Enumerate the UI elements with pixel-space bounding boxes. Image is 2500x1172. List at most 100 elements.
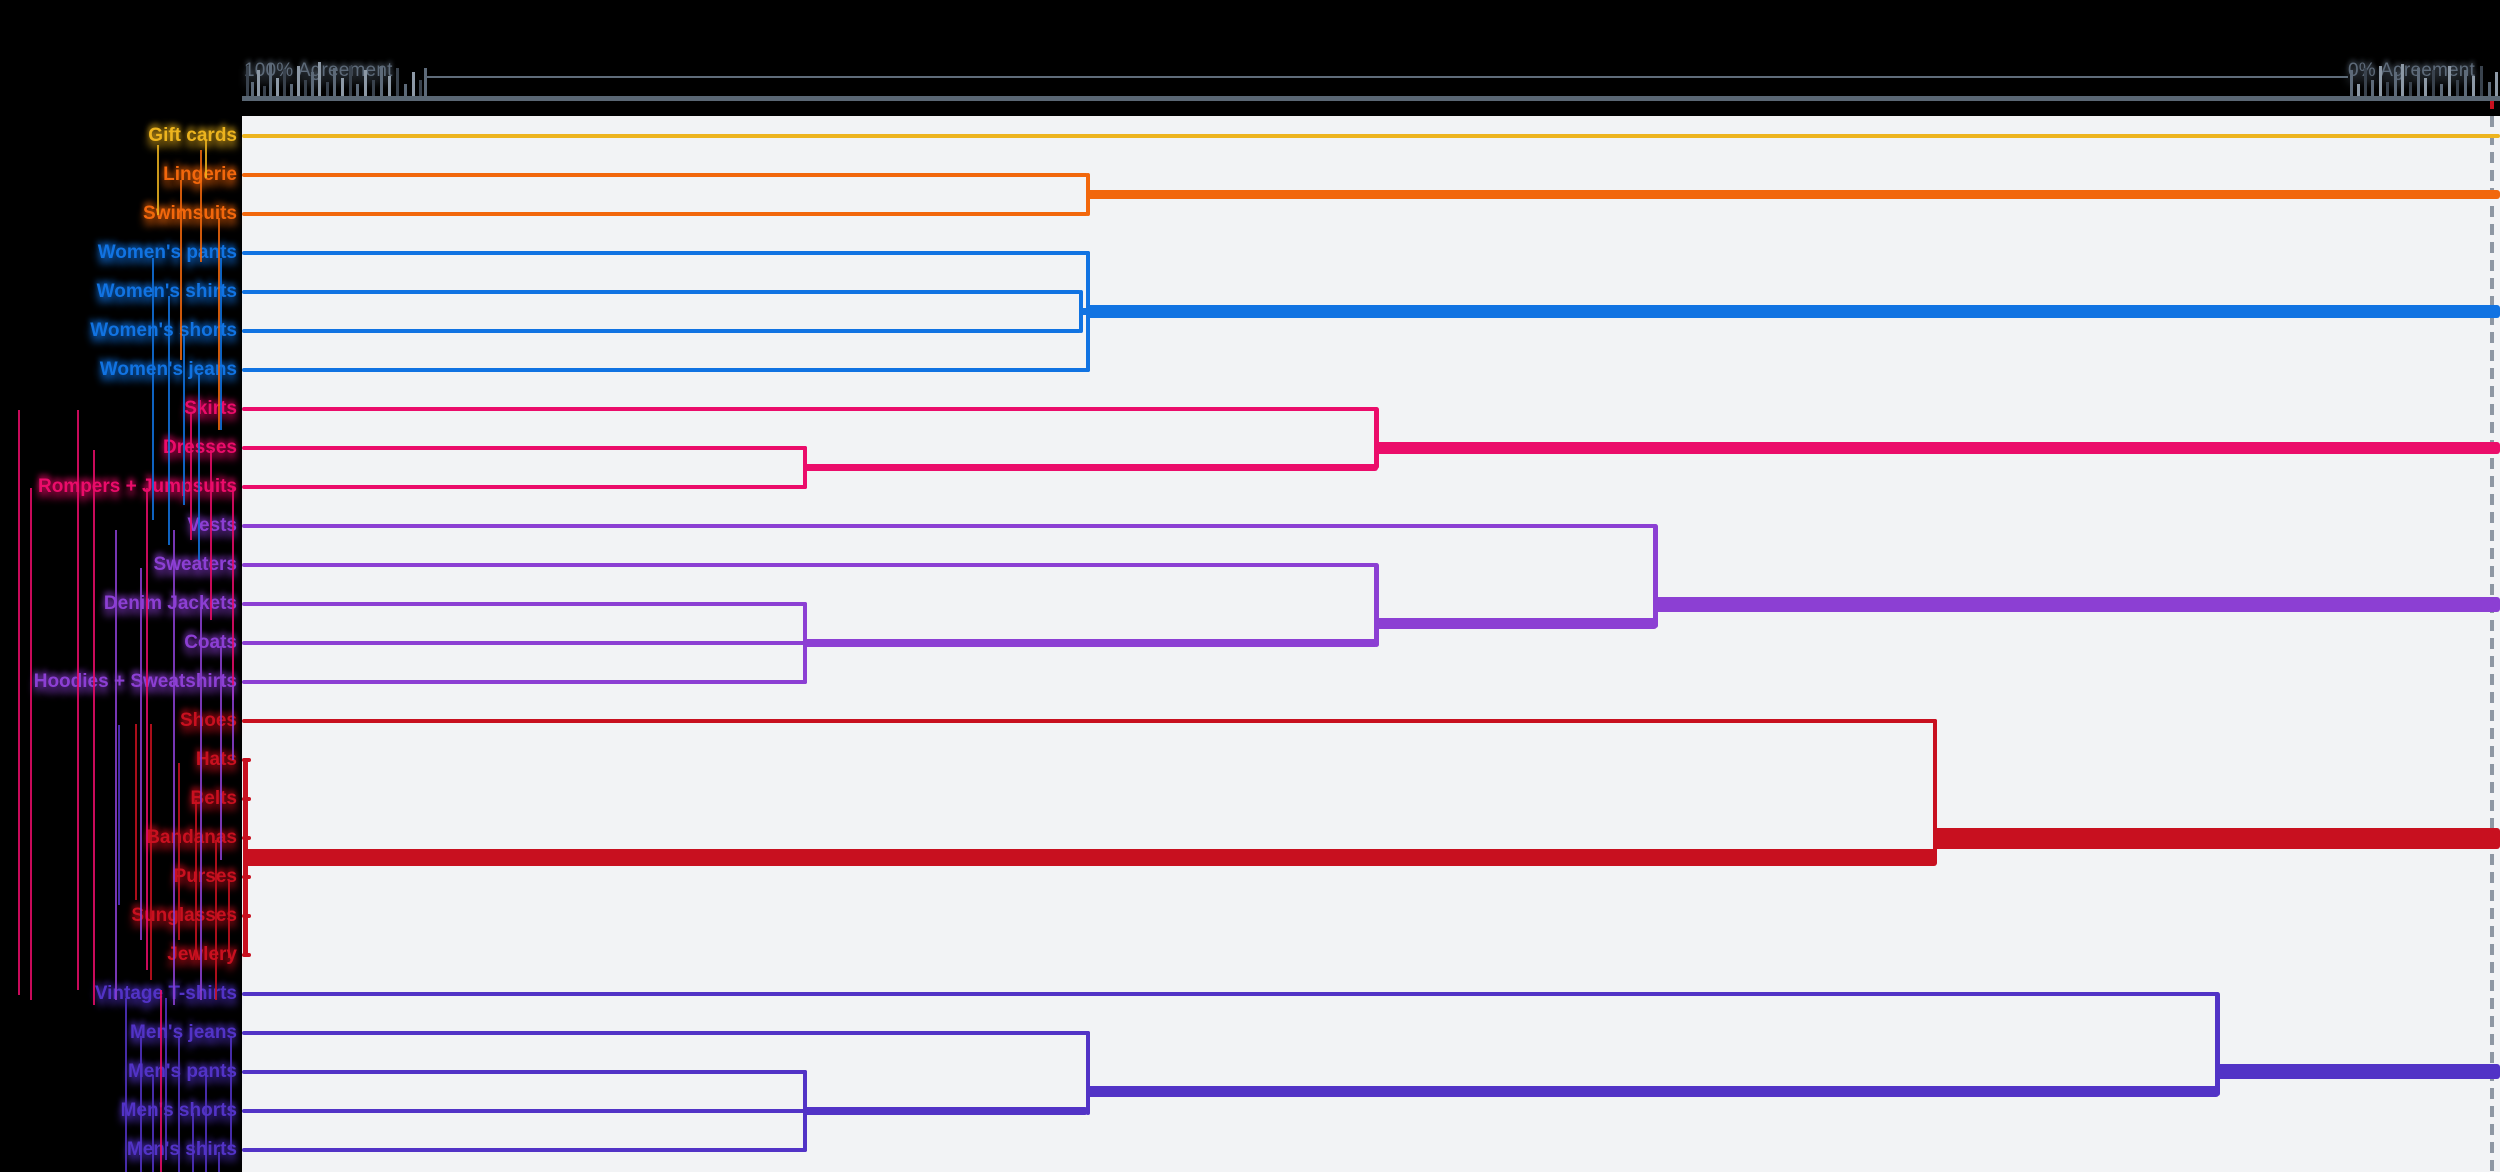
axis-tick-streak (2495, 72, 2498, 96)
axis-tick-streak (251, 82, 254, 96)
label-motion-trail (200, 150, 202, 262)
dendrogram-segment (1374, 563, 1379, 647)
dendrogram-segment (1086, 190, 2500, 199)
dendrogram-segment (242, 173, 1088, 177)
dendrogram-segment (242, 1031, 1090, 1035)
dendrogram-segment (242, 524, 1657, 528)
axis-tick-streak (2440, 84, 2443, 96)
dendrogram-segment (1086, 1086, 2219, 1097)
dendrogram-segment (242, 1109, 807, 1113)
label-dresses: Dresses (163, 437, 237, 458)
dendrogram-segment (1086, 1031, 1090, 1115)
axis-tick-streak (283, 69, 286, 96)
dendrogram-segment (1374, 407, 1379, 469)
label-men-s-jeans: Men's jeans (130, 1022, 237, 1043)
dendrogram-segment (242, 1070, 807, 1074)
label-hoodies-sweatshirts: Hoodies + Sweatshirts (33, 671, 237, 692)
dendrogram-segment (242, 368, 1090, 372)
dendrogram-segment (242, 992, 2219, 996)
label-motion-trail (210, 450, 212, 620)
axis-tick-streak (2432, 70, 2435, 96)
label-belts: Belts (190, 788, 237, 809)
zero-agreement-line-cap (2490, 101, 2494, 109)
axis-tick-streak (2357, 84, 2360, 96)
dendrogram-segment (803, 1107, 1088, 1115)
axis-tick-streak (424, 68, 427, 96)
dendrogram-segment (242, 329, 1081, 333)
dendrogram-segment (2215, 1064, 2500, 1079)
dendrogram-segment (242, 251, 1090, 255)
label-motion-trail (30, 488, 32, 1000)
label-motion-trail (160, 990, 162, 1172)
axis-tick-streak (2456, 80, 2459, 96)
axis-tick-streak (257, 70, 260, 96)
label-motion-trail (150, 724, 152, 980)
label-motion-trail (168, 296, 170, 545)
label-motion-trail (228, 880, 230, 958)
label-motion-trail (165, 998, 167, 1160)
axis-tick-streak (304, 80, 307, 96)
axis-connector-line (425, 76, 2348, 78)
dendrogram-segment (242, 1148, 807, 1152)
axis-tick-streak (2371, 80, 2374, 96)
axis-tick-streak (2364, 68, 2367, 96)
label-jewlery: Jewlery (167, 944, 237, 965)
axis-tick-streak (372, 80, 375, 96)
label-motion-trail (205, 140, 207, 178)
label-purses: Purses (173, 866, 237, 887)
dendrogram-segment (243, 849, 1937, 866)
dendrogram-segment (1374, 618, 1657, 629)
axis-tick-streak (326, 82, 329, 96)
axis-tick-streak (263, 86, 266, 96)
axis-tick-streak (297, 66, 300, 96)
label-women-s-shorts: Women's shorts (90, 320, 237, 341)
dendrogram-segment (242, 134, 2500, 138)
label-motion-trail (232, 488, 234, 700)
label-motion-trail (198, 373, 200, 560)
label-motion-trail (215, 840, 217, 1000)
dendrogram-segment (803, 464, 1378, 471)
label-motion-trail (125, 998, 127, 1172)
label-motion-trail (173, 530, 175, 1005)
agreement-axis-bar (242, 96, 2500, 101)
label-motion-trail (93, 450, 95, 1005)
label-motion-trail (180, 180, 182, 360)
axis-tick-streak (356, 84, 359, 96)
label-motion-trail (200, 607, 202, 1000)
label-motion-trail (230, 1036, 232, 1150)
label-motion-trail (232, 685, 234, 760)
label-gift-cards: Gift cards (148, 125, 237, 146)
axis-tick-streak (2472, 76, 2475, 96)
axis-tick-streak (341, 78, 344, 96)
label-motion-trail (152, 258, 154, 520)
dendrogram-segment (1086, 305, 2500, 318)
dendrogram-segment (242, 641, 807, 645)
axis-tick-streak (318, 62, 321, 96)
dendrogram-segment (242, 719, 1937, 723)
label-motion-trail (220, 646, 222, 860)
dendrogram-segment (1933, 719, 1937, 858)
label-motion-trail (205, 1075, 207, 1172)
axis-tick-streak (333, 68, 336, 96)
dendrogram-segment (1079, 308, 1091, 315)
label-motion-trail (157, 145, 159, 215)
label-men-s-pants: Men's pants (127, 1061, 237, 1082)
label-motion-trail (18, 410, 20, 995)
label-motion-trail (135, 724, 137, 900)
label-vests: Vests (187, 515, 237, 536)
dendrogram-segment (1653, 597, 2500, 612)
axis-label-0-agreement: 0% Agreement (2348, 60, 2476, 81)
dendrogram-segment (1933, 828, 2500, 849)
label-men-s-shirts: Men's shirts (126, 1139, 237, 1160)
dendrogram-segment (242, 602, 807, 606)
axis-tick-streak (388, 76, 391, 96)
axis-tick-streak (2379, 66, 2382, 96)
label-shoes: Shoes (179, 710, 237, 731)
dendrogram-segment (2215, 992, 2220, 1096)
dendrogram-segment (242, 446, 807, 450)
label-bandanas: Bandanas (146, 827, 237, 848)
dendrogram-segment (242, 563, 1378, 567)
axis-tick-streak (311, 72, 314, 96)
dendrogram-segment (242, 407, 1378, 411)
